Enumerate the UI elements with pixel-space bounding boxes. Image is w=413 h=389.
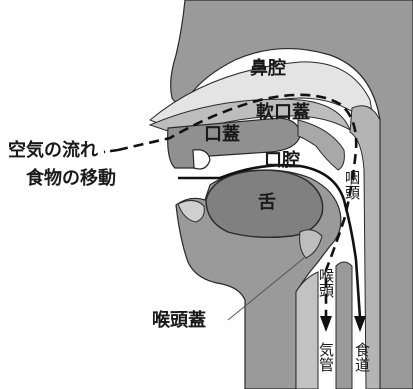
trachea-front-wall <box>296 272 318 389</box>
air-path-arrowhead <box>320 316 332 332</box>
label-food-movement: 食物の移動 <box>25 167 116 189</box>
label-epiglottis: 喉頭蓋 <box>152 309 206 331</box>
food-path-arrowhead <box>354 316 366 332</box>
label-oral-cavity: 口腔 <box>264 149 300 171</box>
label-soft-palate: 軟口蓋 <box>256 101 310 123</box>
label-pharynx: 咽頭 <box>343 170 361 200</box>
air-entry-dash <box>104 150 118 152</box>
label-hard-palate: 口蓋 <box>204 123 240 145</box>
label-tongue: 舌 <box>258 191 276 213</box>
label-larynx: 喉頭 <box>317 268 335 298</box>
label-trachea: 気管 <box>317 342 335 372</box>
soft-palate-shape <box>298 120 344 170</box>
trachea-esophagus-wall <box>336 262 352 389</box>
label-nasal-cavity: 鼻腔 <box>250 57 286 79</box>
label-air-flow: 空気の流れ <box>8 139 98 161</box>
label-esophagus: 食道 <box>353 342 371 372</box>
